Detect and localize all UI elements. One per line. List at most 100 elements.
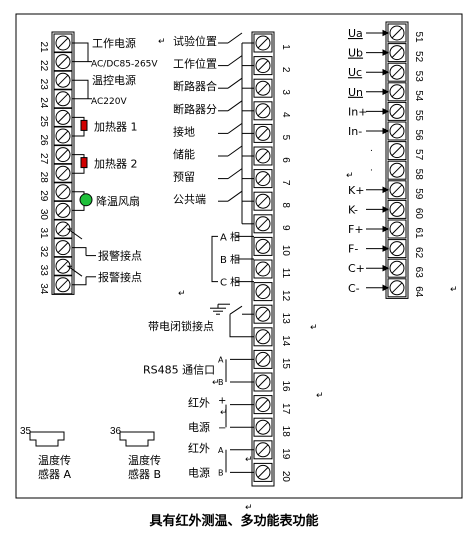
terminal-63 [387,258,407,278]
terminal-screw [255,284,271,300]
terminal-screw [255,58,271,74]
terminal-screw [55,202,71,218]
terminal-number: 4 [280,112,291,118]
terminal-slot [391,106,403,117]
work-power-label: 工作电源 [92,36,136,50]
ir-power-label-1: 红外 [188,397,210,410]
signal-arrow-2 [382,68,390,76]
terminal-number: 56 [413,129,424,141]
signal-arrow-9 [382,206,390,213]
terminal-3 [253,78,273,98]
terminal-number: 33 [38,265,49,277]
signal-label-3: Un [348,86,363,99]
terminal-24 [53,89,73,109]
terminal-11 [253,259,273,279]
terminal-number: 6 [280,157,291,163]
terminal-7 [253,169,273,189]
terminal-5 [253,123,273,143]
terminal-number: 55 [413,110,424,122]
terminal-57 [387,141,407,161]
terminal-screw [389,280,405,296]
paragraph-mark-7: ↵ [450,285,458,295]
terminal-13 [253,304,273,324]
phase-bracket [211,235,218,283]
signal-arrow-12 [382,264,390,272]
terminal-slot [57,112,69,123]
terminal-slot [257,421,269,433]
terminal-number: 22 [38,60,49,72]
sensor-label-1: 温度传 [128,453,161,467]
terminal-slot [57,74,69,86]
paragraph-mark-3: ↵ [212,378,220,388]
terminal-screw [255,216,271,232]
terminal-screw [55,72,71,88]
signal-label-11: F- [348,243,358,256]
terminal-slot [391,27,403,39]
outer-frame [15,13,463,499]
terminal-12 [253,282,273,302]
signal-label-9: K- [348,203,358,216]
terminal-slot [57,149,69,160]
closing-lead-14 [229,314,254,338]
terminal-10 [253,236,273,256]
alarm1-wire [72,247,87,256]
terminal-screw [255,397,271,413]
terminal-number: 15 [280,358,291,370]
phase-label-2: C 相 [220,276,240,289]
temp-power-label: 温控电源 [92,73,136,87]
terminal-slot [257,467,269,478]
input-label-2: 工作位置 [173,57,217,71]
terminal-number: 7 [280,180,291,186]
terminal-number: 8 [280,202,291,208]
terminal-screw [255,442,271,458]
input-contact-5 [227,122,243,134]
alarm2-wire [72,276,87,286]
input-contact-1 [227,32,243,44]
terminal-blocks-layer [51,21,409,487]
terminal-slot [257,37,269,49]
terminal-screw [55,147,71,163]
terminal-slot [257,263,269,275]
terminal-screw [255,329,271,345]
ir-comm-a-label: A [218,446,224,455]
heater2-element [80,157,88,169]
terminal-screw [55,109,71,125]
work-power-wire [72,42,89,62]
terminal-number: 14 [280,335,291,347]
terminal-54 [387,82,407,102]
paragraph-mark-1: ↵ [178,289,186,299]
signal-arrow-1 [382,49,390,56]
terminal-17 [253,395,273,415]
sensor-label-2: 感器 A [38,468,71,481]
terminal-screw [55,128,71,144]
terminal-number: 21 [38,41,49,53]
sensor-number: 36 [110,426,122,437]
empty-marker: · [370,166,373,176]
signal-label-8: K+ [348,184,364,197]
terminal-number: 52 [413,51,424,63]
terminal-number: 34 [38,283,49,295]
terminal-slot [391,262,403,274]
terminal-slot [391,66,403,78]
terminal-screw [389,84,405,100]
terminal-slot [57,93,69,105]
signal-arrow-10 [382,225,390,233]
heater2-label: 加热器 2 [94,158,138,171]
terminal-number: 13 [280,313,291,325]
terminal-slot [57,56,69,67]
terminal-screw [255,103,271,119]
fan-indicator [79,193,93,207]
frames-layer [15,13,463,499]
sensor-connector [29,431,65,447]
terminal-slot [257,286,269,297]
terminal-slot [257,354,269,365]
terminal-slot [57,242,69,253]
ir-comm-b-label: B [218,468,224,477]
terminal-screw [255,125,271,141]
input-label-4: 断路器分 [173,102,217,116]
terminal-number: 9 [280,225,291,231]
terminal-slot [391,164,403,176]
terminal-slot [391,47,403,58]
input-label-7: 预留 [173,171,195,184]
terminal-slot [57,223,69,235]
